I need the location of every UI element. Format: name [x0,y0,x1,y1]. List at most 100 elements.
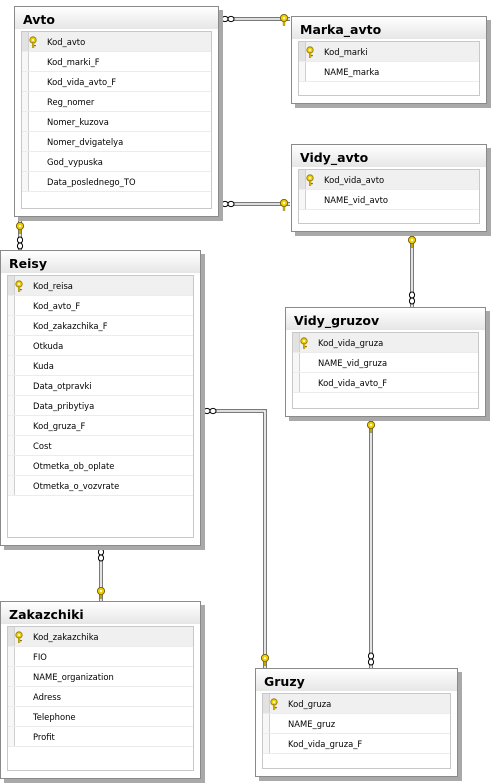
field-name: Data_pribytiya [33,401,95,411]
field-name: Otkuda [33,341,64,351]
row-selector[interactable] [22,132,29,151]
table-field[interactable]: Kod_vida_gruza_F [263,734,450,754]
row-selector[interactable] [8,296,15,315]
row-selector[interactable] [22,92,29,111]
table-field[interactable]: NAME_vid_avto [299,190,479,210]
table-field[interactable]: NAME_gruz [263,714,450,734]
row-selector[interactable] [293,353,300,372]
row-selector[interactable] [293,333,300,352]
row-selector[interactable] [299,62,306,81]
table-field[interactable]: Profit [8,727,193,747]
table-field[interactable]: Kod_zakazchika_F [8,316,193,336]
table-field[interactable]: NAME_marka [299,62,479,82]
field-name: Telephone [33,712,76,722]
table-field[interactable]: Cost [8,436,193,456]
relationship-zakazchiki-reisy[interactable] [96,546,106,601]
table-field[interactable]: NAME_vid_gruza [293,353,478,373]
row-selector[interactable] [293,373,300,392]
relationship-reisy-gruzy[interactable] [201,407,270,668]
row-selector[interactable] [22,152,29,171]
field-name: Profit [33,732,55,742]
row-selector[interactable] [8,416,15,435]
primary-key-field[interactable]: Kod_vida_gruza [293,333,478,353]
relationship-vidy_gruzov-vidy_avto[interactable] [407,232,417,307]
row-selector[interactable] [8,667,15,686]
table-field[interactable]: Nomer_dvigatelya [22,132,211,152]
table-field[interactable]: Data_otpravki [8,376,193,396]
row-selector[interactable] [22,72,29,91]
table-field[interactable]: Nomer_kuzova [22,112,211,132]
row-selector[interactable] [8,476,15,495]
field-name: Kod_vida_avto_F [318,378,388,388]
row-selector[interactable] [8,687,15,706]
table-field[interactable]: NAME_organization [8,667,193,687]
row-selector[interactable] [299,42,306,61]
relationship-reisy-avto[interactable] [15,217,25,250]
many-endpoint-icon [367,652,375,666]
field-name: NAME_vid_gruza [318,358,388,368]
primary-key-field[interactable]: Kod_zakazchika [8,627,193,647]
table-field[interactable]: Kod_vida_avto_F [293,373,478,393]
table-field[interactable]: Telephone [8,707,193,727]
key-icon [15,631,23,643]
table-field[interactable]: Kuda [8,356,193,376]
relationship-avto-vidy_avto[interactable] [219,198,290,211]
row-selector[interactable] [299,190,306,209]
row-selector[interactable] [8,627,15,646]
table-field[interactable]: FIO [8,647,193,667]
table-field[interactable]: Reg_nomer [22,92,211,112]
row-selector[interactable] [8,727,15,746]
primary-key-field[interactable]: Kod_reisa [8,276,193,296]
row-selector[interactable] [263,694,270,713]
table-field[interactable]: Data_poslednego_TO [22,172,211,192]
row-selector[interactable] [8,396,15,415]
row-selector[interactable] [22,172,29,191]
table-field[interactable]: Kod_vida_avto_F [22,72,211,92]
primary-key-field[interactable]: Kod_vida_avto [299,170,479,190]
field-name: FIO [33,652,47,662]
relationship-gruzy-vidy_gruzov[interactable] [366,417,376,668]
row-selector[interactable] [22,112,29,131]
field-name: Nomer_kuzova [47,117,109,127]
table-field[interactable]: Otmetka_o_vozvrate [8,476,193,496]
table-field[interactable]: God_vypuska [22,152,211,172]
row-selector[interactable] [22,52,29,71]
row-selector[interactable] [299,170,306,189]
table-field[interactable]: Kod_gruza_F [8,416,193,436]
row-selector[interactable] [8,276,15,295]
primary-key-field[interactable]: Kod_gruza [263,694,450,714]
primary-key-field[interactable]: Kod_avto [22,32,211,52]
table-field[interactable]: Adress [8,687,193,707]
field-name: NAME_organization [33,672,114,682]
table-field[interactable]: Otmetka_ob_oplate [8,456,193,476]
table-title: Marka_avto [292,17,486,39]
field-name: NAME_marka [324,67,380,77]
table-field[interactable]: Data_pribytiya [8,396,193,416]
row-selector[interactable] [263,734,270,753]
table-field[interactable]: Otkuda [8,336,193,356]
row-selector[interactable] [8,456,15,475]
row-selector[interactable] [8,436,15,455]
field-name: Kuda [33,361,54,371]
row-selector[interactable] [263,714,270,733]
primary-key-field[interactable]: Kod_marki [299,42,479,62]
row-selector[interactable] [8,316,15,335]
row-selector[interactable] [22,32,29,51]
row-selector[interactable] [8,356,15,375]
table-field[interactable]: Kod_avto_F [8,296,193,316]
row-selector[interactable] [8,336,15,355]
relationship-avto-marka_avto[interactable] [219,13,290,26]
table-field[interactable]: Kod_marki_F [22,52,211,72]
row-selector[interactable] [8,647,15,666]
field-name: Cost [33,441,52,451]
row-selector[interactable] [8,707,15,726]
row-selector[interactable] [8,376,15,395]
